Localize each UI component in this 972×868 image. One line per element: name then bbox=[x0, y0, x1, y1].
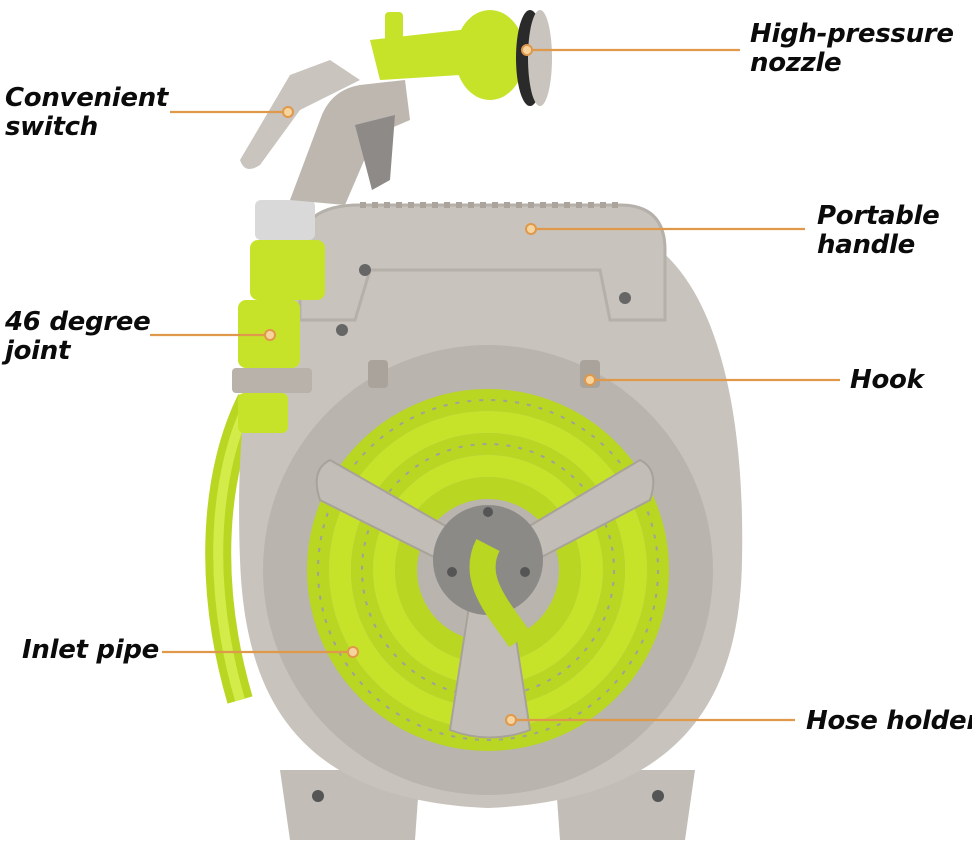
label-line: High-pressure bbox=[750, 19, 954, 49]
label-inlet-pipe: Inlet pipe bbox=[22, 636, 159, 665]
label-hook: Hook bbox=[850, 366, 924, 395]
spoke-right bbox=[504, 458, 655, 562]
label-line: handle bbox=[817, 230, 915, 260]
label-line: Portable bbox=[817, 201, 940, 231]
connector bbox=[255, 200, 315, 240]
spray-gun-handle bbox=[290, 80, 410, 205]
callout-dots bbox=[264, 44, 596, 726]
callout-lines bbox=[150, 48, 840, 722]
label-joint: 46 degree joint bbox=[5, 307, 151, 366]
label-line: switch bbox=[5, 112, 98, 142]
label-convenient-switch: Convenient switch bbox=[5, 84, 168, 142]
joint-upper bbox=[250, 240, 325, 300]
label-line: Hook bbox=[850, 365, 924, 395]
callout-dot bbox=[282, 106, 294, 118]
label-line: Hose holder bbox=[806, 706, 972, 736]
label-line: Inlet pipe bbox=[22, 635, 159, 665]
callout-dot bbox=[521, 44, 533, 56]
callout-dot bbox=[505, 714, 517, 726]
callout-dot bbox=[347, 646, 359, 658]
callout-dot bbox=[525, 223, 537, 235]
callout-dot bbox=[264, 329, 276, 341]
high-pressure-nozzle bbox=[528, 10, 552, 106]
label-line: 46 degree bbox=[5, 307, 151, 337]
label-line: Convenient bbox=[5, 83, 169, 113]
label-line: joint bbox=[5, 336, 71, 366]
convenient-switch bbox=[240, 60, 360, 169]
label-line: nozzle bbox=[750, 48, 842, 78]
label-portable-handle: Portable handle bbox=[817, 201, 940, 260]
hook-left bbox=[368, 360, 388, 388]
label-hose-holder: Hose holder bbox=[806, 707, 972, 736]
label-high-pressure-nozzle: High-pressure nozzle bbox=[750, 20, 954, 78]
spoke-left bbox=[315, 458, 472, 562]
callout-dot bbox=[584, 374, 596, 386]
